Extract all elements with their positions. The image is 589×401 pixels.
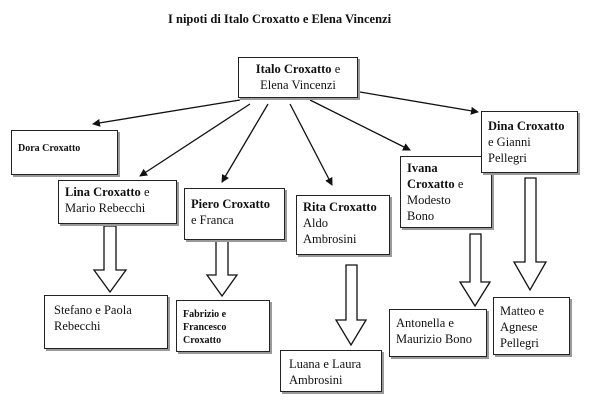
grandchild-line1: Luana e Laura <box>289 357 362 371</box>
block-arrow-lina <box>92 225 128 294</box>
child-box-rita: Rita Croxatto Aldo Ambrosini <box>296 195 390 255</box>
grandchild-box-croxatto: Fabrizio e Francesco Croxatto <box>176 300 270 352</box>
child-spouse: e Franca <box>191 213 234 227</box>
grandchild-line2: Agnese <box>500 320 538 334</box>
child-box-dina: Dina Croxatto e Gianni Pellegri <box>481 111 578 173</box>
child-suffix: e <box>140 185 150 199</box>
grandchild-line1: Antonella e <box>396 316 454 330</box>
child-spouse-line1: Aldo <box>303 216 328 230</box>
grandchild-line2: Ambrosini <box>289 373 343 387</box>
child-spouse: Mario Rebecchi <box>65 201 146 215</box>
child-spouse-line2: Bono <box>407 209 435 223</box>
arrow-to-piero <box>221 103 269 183</box>
arrow-to-lina <box>139 103 251 177</box>
root-couple-box: Italo Croxatto e Elena Vincenzi <box>238 57 358 98</box>
child-name: Rita Croxatto <box>303 200 377 214</box>
grandchild-line2: Maurizio Bono <box>396 332 473 346</box>
child-name: Dina Croxatto <box>488 119 565 133</box>
child-name: Dora Croxatto <box>18 143 81 154</box>
child-spouse-line2: Ambrosini <box>303 232 357 246</box>
root-name: Italo Croxatto <box>255 62 332 76</box>
block-arrow-piero <box>205 239 239 298</box>
grandchild-line2: Rebecchi <box>54 319 101 333</box>
child-name-line1: Ivana <box>407 161 438 175</box>
diagram-title: I nipoti di Italo Croxatto e Elena Vince… <box>168 12 392 26</box>
child-suffix: e Gianni <box>488 135 531 149</box>
child-name: Piero Croxatto <box>191 197 271 211</box>
grandchild-box-ambrosini: Luana e Laura Ambrosini <box>280 350 382 392</box>
grandchild-line1: Matteo e <box>500 304 545 318</box>
child-spouse: Pellegri <box>488 151 527 165</box>
arrow-to-dina <box>359 91 479 115</box>
root-spouse: Elena Vincenzi <box>260 78 336 92</box>
grandchild-box-rebecchi: Stefano e Paola Rebecchi <box>44 295 168 349</box>
block-arrow-ivana <box>458 233 492 308</box>
child-name: Lina Croxatto <box>65 185 141 199</box>
block-arrow-rita <box>334 264 368 347</box>
grandchild-line1: Stefano e Paola <box>54 303 132 317</box>
child-box-dora: Dora Croxatto <box>11 130 118 175</box>
child-suffix: e <box>454 177 464 191</box>
child-box-lina: Lina Croxatto e Mario Rebecchi <box>58 180 177 224</box>
root-suffix: e <box>331 62 341 76</box>
child-name-line2: Croxatto <box>407 177 455 191</box>
child-box-ivana: Ivana Croxatto e Modesto Bono <box>400 156 492 228</box>
arrow-to-rita <box>289 103 333 186</box>
grandchild-line1: Fabrizio e <box>183 309 227 320</box>
child-box-piero: Piero Croxatto e Franca <box>184 188 285 240</box>
grandchild-line2: Francesco <box>183 322 227 333</box>
arrow-to-dora <box>92 99 241 127</box>
grandchild-box-pellegri: Matteo e Agnese Pellegri <box>493 297 570 355</box>
grandchild-line3: Pellegri <box>500 336 539 350</box>
arrow-to-ivana <box>309 99 411 151</box>
block-arrow-dina <box>512 177 548 292</box>
child-spouse-line1: Modesto <box>407 193 451 207</box>
grandchild-box-bono: Antonella e Maurizio Bono <box>389 309 487 357</box>
grandchild-line3: Croxatto <box>183 335 222 346</box>
